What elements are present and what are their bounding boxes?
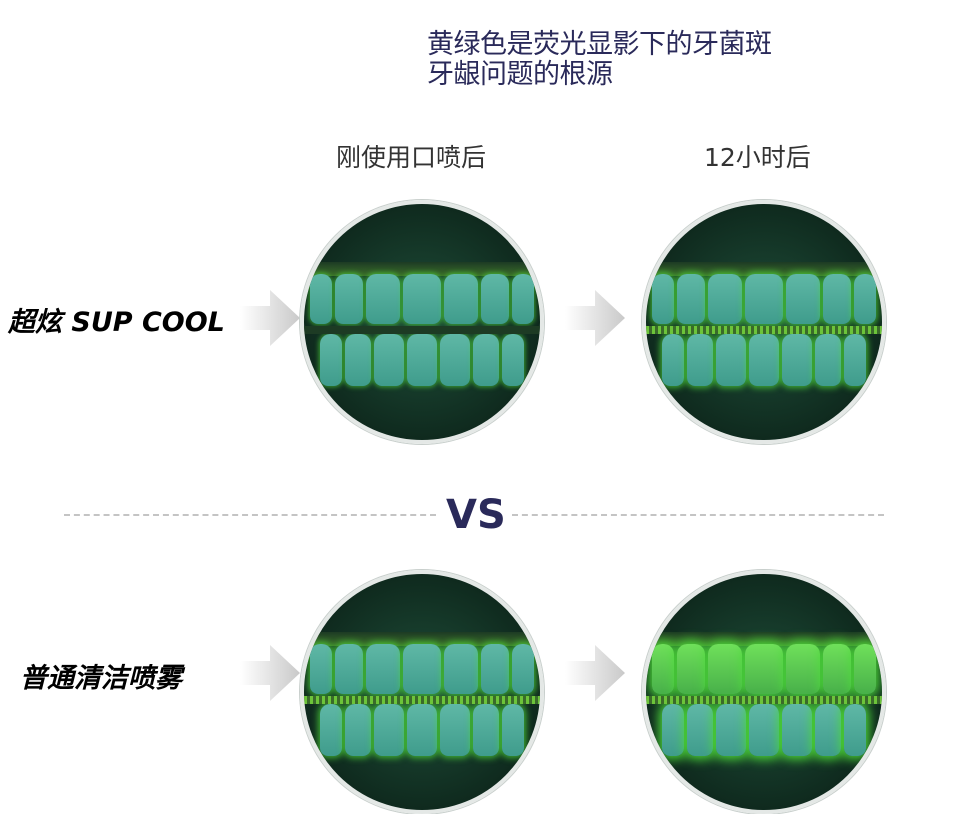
tooth xyxy=(782,704,812,756)
tooth xyxy=(652,274,675,324)
tooth xyxy=(662,704,684,756)
arrow-right-icon xyxy=(240,645,300,701)
headline: 黄绿色是荧光显影下的牙菌斑 牙龈问题的根源 xyxy=(427,30,772,90)
headline-line-1: 黄绿色是荧光显影下的牙菌斑 xyxy=(427,29,772,60)
tooth xyxy=(687,334,713,386)
gum-line xyxy=(646,326,882,334)
tooth xyxy=(745,274,783,324)
tooth xyxy=(443,644,479,694)
tooth xyxy=(511,274,534,324)
tooth xyxy=(403,644,441,694)
tooth xyxy=(481,274,509,324)
gum xyxy=(646,632,882,646)
tooth xyxy=(815,704,841,756)
arrow-right-icon xyxy=(240,290,300,346)
vs-label: VS xyxy=(446,492,506,538)
tooth xyxy=(716,334,746,386)
tooth xyxy=(502,334,524,386)
tooth xyxy=(677,644,705,694)
teeth-image-generic-after-12h xyxy=(642,570,886,814)
upper-teeth xyxy=(652,274,876,324)
lower-teeth xyxy=(652,704,876,756)
teeth-image-product-after-use xyxy=(300,200,544,444)
tooth xyxy=(440,704,470,756)
teeth-image-generic-after-use xyxy=(300,570,544,814)
upper-teeth xyxy=(310,644,534,694)
tooth xyxy=(662,334,684,386)
gum xyxy=(304,632,540,646)
tooth xyxy=(823,644,851,694)
tooth xyxy=(687,704,713,756)
tooth xyxy=(481,644,509,694)
arrow-right-icon xyxy=(565,290,625,346)
tooth xyxy=(403,274,441,324)
tooth xyxy=(473,704,499,756)
tooth xyxy=(823,274,851,324)
tooth xyxy=(407,704,437,756)
tooth xyxy=(320,334,342,386)
tooth xyxy=(374,334,404,386)
tooth xyxy=(310,644,333,694)
tooth xyxy=(374,704,404,756)
upper-teeth xyxy=(652,644,876,694)
tooth xyxy=(335,274,363,324)
tooth xyxy=(320,704,342,756)
tooth xyxy=(844,334,866,386)
tooth xyxy=(815,334,841,386)
tooth xyxy=(677,274,705,324)
tooth xyxy=(707,274,743,324)
headline-line-2: 牙龈问题的根源 xyxy=(427,59,613,90)
tooth xyxy=(473,334,499,386)
tooth xyxy=(853,644,876,694)
arrow-right-icon xyxy=(565,645,625,701)
lower-teeth xyxy=(310,334,534,386)
row-label-generic: 普通清洁喷雾 xyxy=(20,663,182,694)
upper-teeth xyxy=(310,274,534,324)
tooth xyxy=(440,334,470,386)
tooth xyxy=(335,644,363,694)
gum-line xyxy=(304,696,540,704)
tooth xyxy=(511,644,534,694)
tooth xyxy=(365,644,401,694)
tooth xyxy=(749,334,779,386)
divider-right xyxy=(512,514,884,516)
tooth xyxy=(502,704,524,756)
teeth-image-product-after-12h xyxy=(642,200,886,444)
lower-teeth xyxy=(310,704,534,756)
tooth xyxy=(652,644,675,694)
tooth xyxy=(707,644,743,694)
tooth xyxy=(853,274,876,324)
lower-teeth xyxy=(652,334,876,386)
tooth xyxy=(345,334,371,386)
tooth xyxy=(310,274,333,324)
tooth xyxy=(443,274,479,324)
gum-line xyxy=(304,326,540,334)
tooth xyxy=(345,704,371,756)
tooth xyxy=(785,274,821,324)
gum xyxy=(646,262,882,276)
tooth xyxy=(785,644,821,694)
divider-left xyxy=(64,514,436,516)
tooth xyxy=(749,704,779,756)
row-label-product: 超炫 SUP COOL xyxy=(8,307,225,338)
tooth xyxy=(407,334,437,386)
gum-line xyxy=(646,696,882,704)
tooth xyxy=(844,704,866,756)
column-label-after-12h: 12小时后 xyxy=(704,143,811,172)
tooth xyxy=(782,334,812,386)
tooth xyxy=(365,274,401,324)
tooth xyxy=(745,644,783,694)
gum xyxy=(304,262,540,276)
tooth xyxy=(716,704,746,756)
column-label-after-use: 刚使用口喷后 xyxy=(336,143,487,172)
